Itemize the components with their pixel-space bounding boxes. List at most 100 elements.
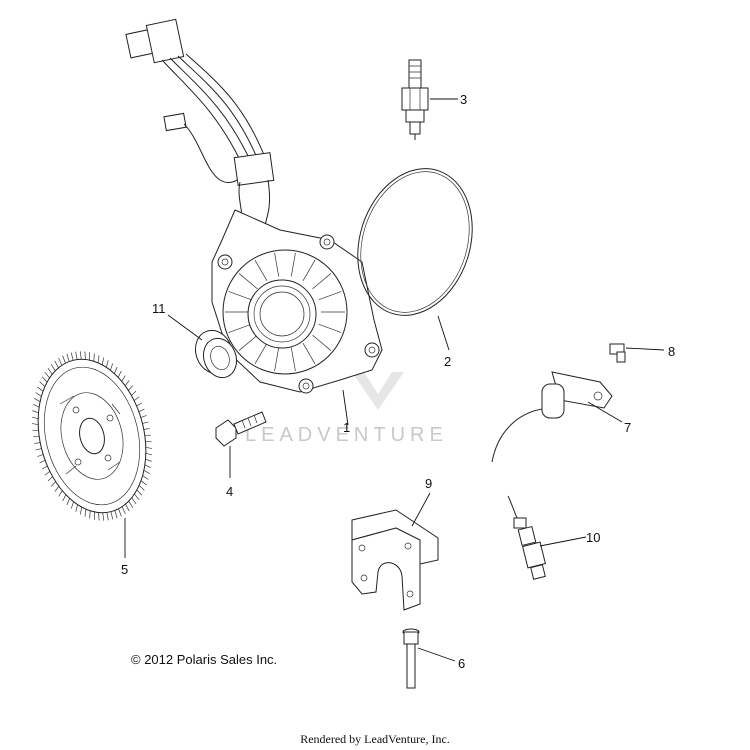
flywheel-tooth bbox=[84, 351, 86, 360]
flywheel-tooth bbox=[142, 421, 149, 424]
flywheel-tooth bbox=[66, 353, 70, 362]
flywheel-tooth bbox=[102, 512, 105, 521]
flywheel-tooth bbox=[84, 509, 87, 517]
flywheel-tooth bbox=[31, 416, 39, 419]
flywheel-tooth bbox=[140, 415, 147, 418]
flywheel-tooth bbox=[118, 508, 122, 517]
flywheel-tooth bbox=[97, 355, 100, 363]
flywheel-tooth bbox=[62, 355, 66, 364]
callout-10: 10 bbox=[586, 530, 600, 545]
flywheel-tooth bbox=[54, 360, 59, 369]
callout-9: 9 bbox=[425, 476, 432, 491]
flywheel-tooth bbox=[32, 410, 39, 414]
flywheel-tooth bbox=[110, 363, 114, 371]
stator-pole bbox=[312, 273, 332, 290]
flywheel-tooth bbox=[98, 512, 100, 521]
flywheel-tooth bbox=[143, 470, 150, 474]
stator-pole bbox=[318, 291, 342, 301]
stator-pole bbox=[318, 323, 342, 333]
callout-11: 11 bbox=[152, 301, 166, 316]
flywheel-tooth bbox=[138, 485, 145, 491]
flywheel-tooth bbox=[41, 376, 48, 383]
flywheel-tooth bbox=[35, 448, 42, 451]
temperature-sensor bbox=[507, 495, 546, 580]
flywheel-tooth bbox=[75, 351, 78, 360]
flywheel-tooth bbox=[114, 366, 118, 374]
callout-2: 2 bbox=[444, 354, 451, 369]
flywheel-tooth bbox=[39, 459, 46, 464]
flywheel-tooth bbox=[44, 371, 50, 379]
flywheel-tooth bbox=[142, 475, 149, 480]
flywheel-tooth bbox=[62, 494, 67, 502]
gasket bbox=[357, 168, 473, 316]
flywheel-tooth bbox=[140, 480, 147, 486]
flywheel-tooth bbox=[34, 398, 41, 402]
stator-pole bbox=[238, 334, 258, 351]
stator-pole bbox=[290, 347, 296, 372]
stator-pole bbox=[312, 334, 332, 351]
flywheel-tooth bbox=[110, 511, 114, 520]
callout-1: 1 bbox=[343, 420, 350, 435]
rivet bbox=[402, 628, 420, 689]
flywheel-tooth bbox=[106, 512, 109, 521]
stator-pole bbox=[274, 347, 280, 372]
rendered-by-footer: Rendered by LeadVenture, Inc. bbox=[300, 732, 450, 746]
flywheel-tooth bbox=[133, 396, 140, 401]
stator-pole bbox=[274, 252, 280, 277]
flywheel-tooth bbox=[75, 504, 78, 512]
flywheel-tooth bbox=[128, 385, 133, 391]
flywheel-tooth bbox=[58, 357, 63, 366]
flywheel-tooth bbox=[143, 428, 150, 430]
screw bbox=[609, 343, 626, 363]
stator-pole bbox=[238, 273, 258, 290]
flywheel-tooth bbox=[35, 392, 42, 397]
flywheel-tooth bbox=[34, 442, 41, 444]
pickup-sensor bbox=[491, 371, 613, 463]
flywheel-tooth bbox=[101, 357, 105, 365]
flywheel-tooth bbox=[47, 367, 53, 375]
flywheel-tooth bbox=[144, 464, 152, 468]
stator-pole bbox=[254, 259, 268, 281]
flywheel-tooth bbox=[31, 423, 39, 425]
flywheel-tooth bbox=[39, 381, 46, 387]
flywheel-tooth bbox=[37, 386, 44, 392]
flywheel-tooth bbox=[121, 375, 126, 382]
flywheel-tooth bbox=[145, 447, 153, 449]
callouts: 1 2 3 4 5 6 7 8 9 10 11 bbox=[121, 92, 675, 671]
flywheel-tooth bbox=[32, 404, 40, 408]
flywheel-tooth bbox=[131, 390, 137, 396]
flywheel-tooth bbox=[51, 481, 56, 487]
leader-lines bbox=[124, 98, 665, 662]
flywheel-tooth bbox=[106, 360, 109, 368]
stator-pole bbox=[290, 252, 296, 277]
flywheel-tooth bbox=[50, 364, 56, 372]
flywheel-tooth bbox=[54, 486, 60, 492]
stator-assembly bbox=[125, 18, 383, 394]
flywheel-tooth bbox=[121, 506, 126, 515]
flywheel-tooth bbox=[41, 465, 48, 470]
flywheel-tooth bbox=[124, 380, 130, 386]
watermark-text: LEADVENTURE bbox=[245, 424, 448, 446]
flywheel-tooth bbox=[44, 471, 51, 476]
flywheel-tooth bbox=[128, 500, 134, 508]
callout-5: 5 bbox=[121, 562, 128, 577]
flywheel-tooth bbox=[138, 408, 145, 413]
bracket bbox=[351, 509, 439, 611]
spark-plug bbox=[401, 59, 429, 140]
flywheel-tooth bbox=[134, 493, 140, 501]
stator-pole bbox=[254, 343, 268, 365]
callout-4: 4 bbox=[226, 484, 233, 499]
copyright-notice: © 2012 Polaris Sales Inc. bbox=[131, 652, 278, 667]
bolt bbox=[215, 411, 267, 447]
callout-7: 7 bbox=[624, 420, 631, 435]
flywheel-tooth bbox=[131, 497, 137, 505]
stator-pole bbox=[228, 291, 252, 301]
flywheel-tooth bbox=[79, 351, 82, 360]
flywheel-tooth bbox=[58, 490, 63, 497]
watermark: LEADVENTURE bbox=[245, 372, 448, 446]
flywheel-tooth bbox=[66, 498, 70, 506]
flywheel-tooth bbox=[70, 352, 74, 361]
flywheel-tooth bbox=[114, 510, 118, 519]
flywheel-tooth bbox=[145, 453, 153, 456]
